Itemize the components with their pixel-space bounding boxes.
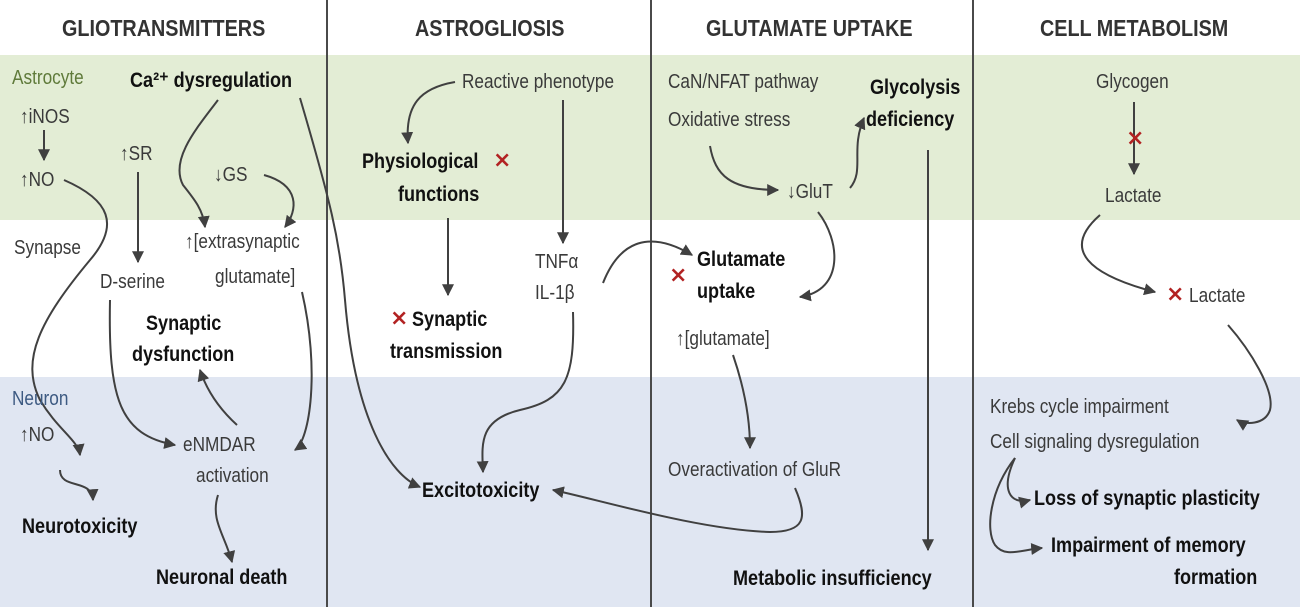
- dserine-node: D-serine: [100, 271, 165, 293]
- arrow: [299, 97, 422, 489]
- glut-node: ↓GluT: [787, 181, 833, 203]
- arrow: [178, 99, 219, 229]
- glutamate-uptake-line2: uptake: [697, 280, 756, 303]
- neuronal-death-node: Neuronal death: [156, 566, 288, 589]
- arrow: [1080, 214, 1157, 296]
- lactate-node: Lactate: [1105, 185, 1162, 207]
- cell-signaling-dysregulation-node: Cell signaling dysregulation: [990, 431, 1200, 453]
- synaptic-dysfunction-line1: Synaptic: [146, 312, 222, 335]
- arrow: [602, 240, 694, 284]
- arrow: [31, 179, 108, 457]
- overactivation-gluR-node: Overactivation of GluR: [668, 459, 842, 481]
- column-header-astrogliosis: ASTROGLIOSIS: [415, 15, 565, 41]
- synaptic-transmission-line1: Synaptic: [412, 308, 488, 331]
- il1b-node: IL-1β: [535, 282, 575, 304]
- column-header-cell-metabolism: CELL METABOLISM: [1040, 15, 1229, 41]
- arrow: [401, 81, 456, 145]
- physiological-functions-line2: functions: [398, 183, 480, 206]
- blocked-cross-icon: ×: [493, 148, 512, 173]
- inos-node: ↑iNOS: [20, 106, 70, 128]
- tnfa-node: TNFα: [535, 251, 579, 273]
- arrow: [214, 494, 236, 564]
- arrow: [849, 116, 866, 189]
- band-label-synapse: Synapse: [14, 237, 81, 259]
- neurotoxicity-node: Neurotoxicity: [22, 515, 138, 538]
- band-label-astrocyte: Astrocyte: [12, 67, 84, 89]
- arrow: [989, 457, 1044, 555]
- arrow: [59, 469, 99, 502]
- column-header-glutamate-uptake: GLUTAMATE UPTAKE: [706, 15, 913, 41]
- lactate-blocked-node: Lactate: [1189, 285, 1246, 307]
- blocked-cross-icon: ×: [1126, 126, 1145, 151]
- arrow: [709, 145, 780, 196]
- column-divider: [972, 0, 974, 607]
- arrow: [197, 368, 238, 426]
- column-divider: [326, 0, 328, 607]
- ca-dysregulation-node: Ca²⁺ dysregulation: [130, 69, 293, 92]
- loss-synaptic-plasticity-node: Loss of synaptic plasticity: [1034, 487, 1260, 510]
- extrasynaptic-glutamate-line1: ↑[extrasynaptic: [185, 231, 300, 253]
- synaptic-transmission-line2: transmission: [390, 340, 503, 363]
- glutamate-level-node: ↑[glutamate]: [676, 328, 770, 350]
- glycolysis-deficiency-line1: Glycolysis: [870, 76, 961, 99]
- arrow: [263, 174, 297, 228]
- column-divider: [650, 0, 652, 607]
- arrow: [476, 311, 575, 474]
- physiological-functions-line1: Physiological: [362, 150, 479, 173]
- memory-impairment-line1: Impairment of memory: [1051, 534, 1246, 557]
- arrow: [294, 291, 313, 451]
- arrow: [732, 354, 756, 450]
- blocked-cross-icon: ×: [1166, 282, 1185, 307]
- arrow: [1227, 324, 1272, 431]
- column-header-gliotransmitters: GLIOTRANSMITTERS: [62, 15, 266, 41]
- no-astrocyte-node: ↑NO: [20, 169, 55, 191]
- arrow: [108, 299, 177, 449]
- glycogen-node: Glycogen: [1096, 71, 1169, 93]
- blocked-cross-icon: ×: [669, 263, 688, 288]
- gs-node: ↓GS: [214, 164, 248, 186]
- oxidative-stress-node: Oxidative stress: [668, 109, 791, 131]
- can-nfat-pathway-node: CaN/NFAT pathway: [668, 71, 819, 93]
- excitotoxicity-node: Excitotoxicity: [422, 479, 540, 502]
- memory-impairment-line2: formation: [1174, 566, 1258, 589]
- blocked-cross-icon: ×: [390, 306, 409, 331]
- metabolic-insufficiency-node: Metabolic insufficiency: [733, 567, 932, 590]
- reactive-phenotype-node: Reactive phenotype: [462, 71, 615, 93]
- krebs-cycle-impairment-node: Krebs cycle impairment: [990, 396, 1169, 418]
- arrow: [551, 486, 803, 534]
- arrow: [798, 211, 836, 302]
- synaptic-dysfunction-line2: dysfunction: [132, 343, 235, 366]
- glycolysis-deficiency-line2: deficiency: [866, 108, 955, 131]
- enmdar-line2: activation: [196, 465, 269, 487]
- enmdar-line1: eNMDAR: [183, 434, 256, 456]
- extrasynaptic-glutamate-line2: glutamate]: [215, 266, 296, 288]
- glutamate-uptake-line1: Glutamate: [697, 248, 786, 271]
- no-neuron-node: ↑NO: [20, 424, 55, 446]
- arrow: [1006, 457, 1032, 509]
- sr-node: ↑SR: [120, 143, 153, 165]
- band-label-neuron: Neuron: [12, 388, 69, 410]
